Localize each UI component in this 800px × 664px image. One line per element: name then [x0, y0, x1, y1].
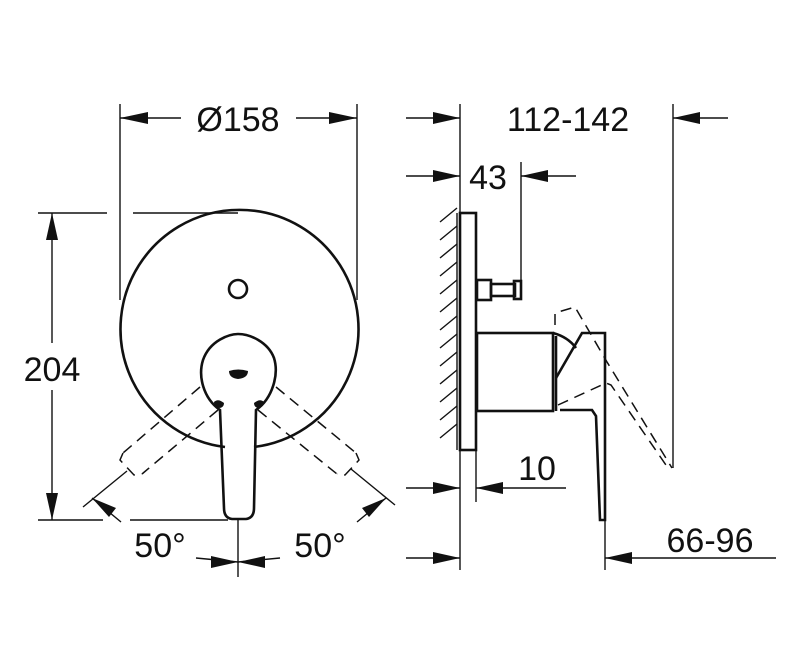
diverter-hole-icon: [227, 278, 249, 300]
side-view: 112-142 43 10 66-96: [406, 101, 776, 570]
lever-depth-dimension: 66-96: [406, 522, 776, 564]
lever-depth-label: 66-96: [667, 522, 754, 560]
overall-depth-label: 112-142: [507, 101, 629, 139]
diverter-knob: [475, 278, 523, 302]
plate-offset-label: 10: [518, 450, 556, 488]
front-view: Ø158 204: [24, 101, 396, 577]
lever-left-position: [82, 386, 219, 508]
spindle-depth-label: 43: [469, 159, 507, 197]
height-dimension: 204: [24, 212, 238, 521]
rosette-plate: [458, 211, 478, 452]
lever-right-position: [257, 386, 396, 506]
angle-dimensions: 50° 50°: [91, 497, 387, 577]
height-label: 204: [24, 351, 81, 389]
mixer-body: [475, 331, 607, 522]
lever-handle: [199, 332, 277, 521]
spindle-depth-dimension: 43: [406, 159, 576, 197]
angle-left-label: 50°: [134, 527, 185, 565]
wall-hatch: [439, 207, 458, 450]
rosette-outline: [119, 208, 360, 449]
diameter-dimension: Ø158: [119, 101, 358, 300]
lever-raised-position: [554, 306, 673, 469]
overall-depth-dimension: 112-142: [406, 101, 728, 139]
diameter-label: Ø158: [196, 101, 279, 139]
angle-right-label: 50°: [294, 527, 345, 565]
plate-offset-dimension: 10: [406, 450, 566, 494]
